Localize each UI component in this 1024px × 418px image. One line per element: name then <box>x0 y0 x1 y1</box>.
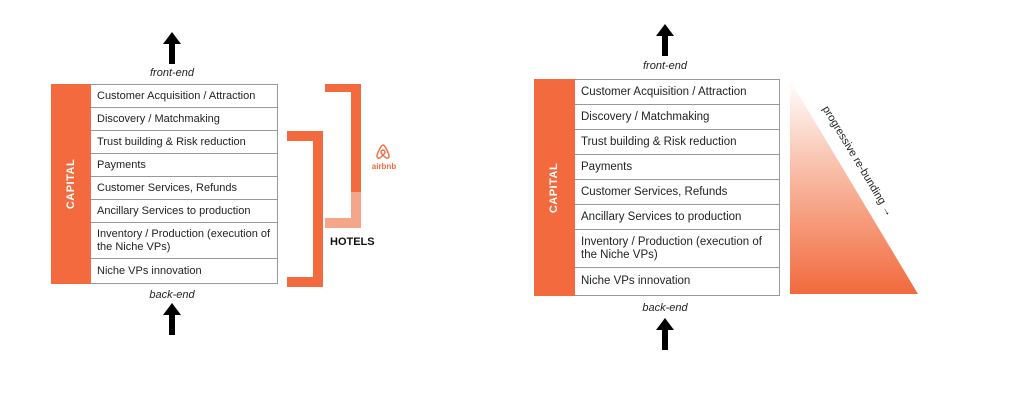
capital-bar-left: CAPITAL <box>51 84 91 284</box>
layer-row: Niche VPs innovation <box>97 264 202 277</box>
layer-list-left: Customer Acquisition / Attraction Discov… <box>91 84 278 284</box>
back-end-label-left: back-end <box>149 289 195 301</box>
hotels-label: HOTELS <box>330 236 375 248</box>
layer-list-right: Customer Acquisition / Attraction Discov… <box>575 79 780 296</box>
left-stack: CAPITAL Customer Acquisition / Attractio… <box>51 84 278 284</box>
layer-row: Discovery / Matchmaking <box>91 108 277 131</box>
front-end-label-right: front-end <box>642 60 688 72</box>
airbnb-label: airbnb <box>371 162 397 171</box>
front-end-arrow-right <box>656 24 674 56</box>
back-end-arrow-right <box>656 318 674 350</box>
layer-row: Payments <box>91 154 277 177</box>
layer-row: Customer Services, Refunds <box>575 180 779 205</box>
capital-label-left: CAPITAL <box>65 158 78 210</box>
layer-row: Trust building & Risk reduction <box>91 131 277 154</box>
capital-label-right: CAPITAL <box>548 162 561 213</box>
airbnb-bracket <box>325 84 361 233</box>
layer-row: Inventory / Production (execution of the… <box>91 223 277 259</box>
airbnb-logo-icon <box>374 143 392 166</box>
layer-row: Discovery / Matchmaking <box>575 105 779 130</box>
right-stack: CAPITAL Customer Acquisition / Attractio… <box>534 79 780 296</box>
layer-row: Inventory / Production (execution of the… <box>575 230 779 268</box>
layer-row: Ancillary Services to production <box>575 205 779 230</box>
layer-row: Customer Services, Refunds <box>91 177 277 200</box>
front-end-label-left: front-end <box>149 67 195 79</box>
back-end-arrow-left <box>163 303 181 335</box>
capital-bar-right: CAPITAL <box>534 79 575 296</box>
layer-row: Payments <box>575 155 779 180</box>
layer-row: Trust building & Risk reduction <box>575 130 779 155</box>
layer-row: Customer Acquisition / Attraction <box>575 80 779 105</box>
layer-row: Ancillary Services to production <box>91 200 277 223</box>
rebundling-gradient-triangle <box>790 80 920 301</box>
layer-row: Niche VPs innovation <box>581 275 691 287</box>
hotels-bracket <box>287 131 323 292</box>
back-end-label-right: back-end <box>642 302 688 314</box>
layer-row: Customer Acquisition / Attraction <box>91 85 277 108</box>
front-end-arrow-left <box>163 32 181 64</box>
